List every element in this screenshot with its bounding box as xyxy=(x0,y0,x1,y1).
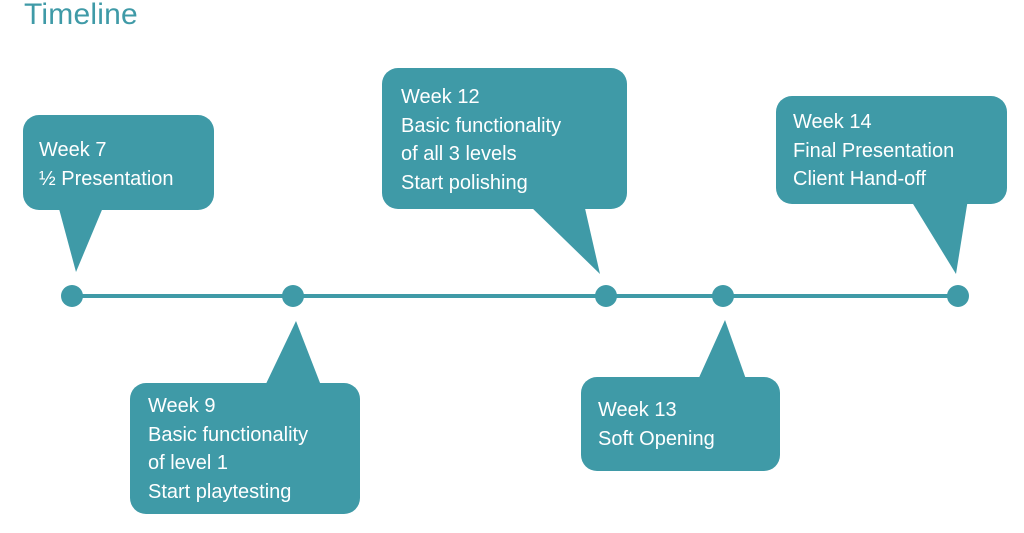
callout-week7-detail: ½ Presentation xyxy=(39,167,174,190)
callout-week14: Week 14 Final Presentation Client Hand-o… xyxy=(793,108,954,194)
milestone-dot-week14 xyxy=(947,285,969,307)
milestone-dot-week13 xyxy=(712,285,734,307)
callout-week13-heading: Week 13 xyxy=(598,399,677,421)
callout-week7: Week 7 ½ Presentation xyxy=(39,136,174,193)
milestone-dot-week9 xyxy=(282,285,304,307)
callout-week12-detail: Start polishing xyxy=(401,171,528,194)
callout-week12: Week 12 Basic functionality of all 3 lev… xyxy=(401,83,561,197)
callout-week9-detail: Start playtesting xyxy=(148,480,292,503)
callout-week9: Week 9 Basic functionality of level 1 St… xyxy=(148,392,308,506)
callout-bubble-week9 xyxy=(130,321,360,514)
callout-week12-heading: Week 12 xyxy=(401,86,480,108)
milestone-dot-week12 xyxy=(595,285,617,307)
callout-week14-detail: Client Hand-off xyxy=(793,168,927,190)
callout-week14-heading: Week 14 xyxy=(793,111,872,133)
callout-week13-detail: Soft Opening xyxy=(598,427,715,450)
milestone-dot-week7 xyxy=(61,285,83,307)
callout-week13: Week 13 Soft Opening xyxy=(598,396,715,453)
page-title: Timeline xyxy=(24,0,138,31)
callout-bubble-week12 xyxy=(382,68,627,274)
callout-week9-detail: Basic functionality xyxy=(148,423,309,446)
callout-week12-detail: of all 3 levels xyxy=(401,143,517,165)
callout-week7-heading: Week 7 xyxy=(39,139,107,161)
callout-week14-detail: Final Presentation xyxy=(793,139,955,162)
callout-week9-heading: Week 9 xyxy=(148,395,216,417)
callout-bubble-week14 xyxy=(776,96,1007,274)
callout-week9-detail: of level 1 xyxy=(148,452,229,474)
callout-bubble-week13 xyxy=(581,320,780,471)
callout-bubble-week7 xyxy=(23,115,214,272)
callout-week12-detail: Basic functionality xyxy=(401,114,562,137)
